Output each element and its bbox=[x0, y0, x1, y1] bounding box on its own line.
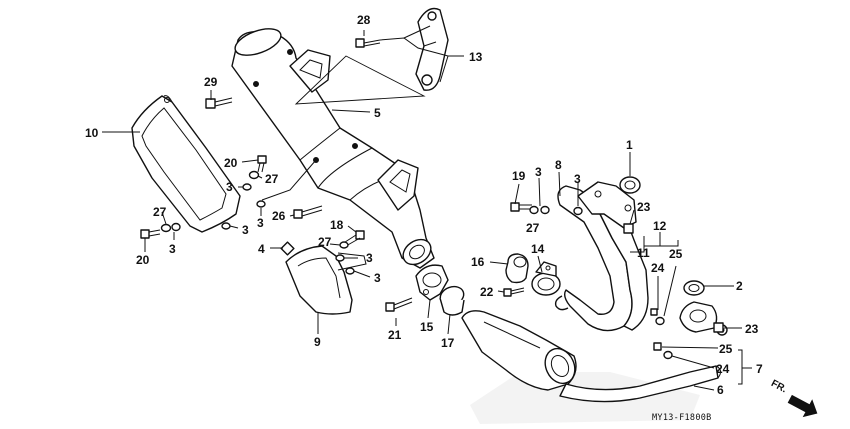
washer-27-upper bbox=[248, 170, 260, 180]
washer-3-right bbox=[540, 205, 583, 216]
callout-18: 18 bbox=[330, 218, 344, 232]
callout-24-lower: 24 bbox=[716, 362, 730, 376]
nut-23-upper bbox=[623, 223, 634, 234]
callout-3-upper-b: 3 bbox=[257, 216, 264, 230]
callout-16: 16 bbox=[471, 255, 485, 269]
bolt-22 bbox=[503, 287, 525, 297]
fasteners bbox=[140, 38, 724, 360]
callout-25-upper: 25 bbox=[669, 247, 683, 261]
callout-3-lower-b: 3 bbox=[242, 223, 249, 237]
bolt-29 bbox=[205, 97, 233, 109]
callout-15: 15 bbox=[420, 320, 434, 334]
callout-27-upper: 27 bbox=[265, 172, 279, 186]
direction-arrow-icon bbox=[787, 394, 818, 418]
callout-5: 5 bbox=[374, 106, 381, 120]
gasket-part-2 bbox=[683, 280, 705, 296]
muffler-protector-part-10 bbox=[131, 95, 241, 233]
callout-3-right-a: 3 bbox=[535, 165, 542, 179]
callout-28: 28 bbox=[357, 13, 371, 27]
callout-3-lower-a: 3 bbox=[169, 242, 176, 256]
nut-23-lower bbox=[713, 322, 724, 333]
nut-4 bbox=[280, 241, 295, 256]
callout-13: 13 bbox=[469, 50, 483, 64]
gasket-part-16 bbox=[505, 253, 529, 284]
callout-11: 11 bbox=[637, 246, 650, 260]
callout-23-upper: 23 bbox=[637, 200, 651, 214]
washer-27-right bbox=[529, 205, 539, 215]
bolt-19 bbox=[510, 202, 532, 212]
callout-3-mid-a: 3 bbox=[366, 251, 373, 265]
callout-20-upper: 20 bbox=[224, 156, 238, 170]
callout-25-lower: 25 bbox=[719, 342, 733, 356]
callout-14: 14 bbox=[531, 242, 545, 256]
nut-24-upper bbox=[650, 308, 665, 326]
callout-12: 12 bbox=[653, 219, 667, 233]
heat-guard-part-9 bbox=[285, 245, 353, 315]
leader-lines bbox=[102, 25, 752, 391]
callout-19: 19 bbox=[512, 169, 526, 183]
callout-27-lower: 27 bbox=[153, 205, 167, 219]
clamp-part-14 bbox=[531, 261, 561, 296]
nut-25-lower bbox=[653, 342, 662, 351]
exhaust-chamber-part-6 bbox=[461, 310, 722, 403]
callout-8: 8 bbox=[555, 158, 562, 172]
callout-2: 2 bbox=[736, 279, 743, 293]
callout-20-lower: 20 bbox=[136, 253, 150, 267]
muffler-stay-part-13 bbox=[415, 7, 449, 91]
bolt-28 bbox=[355, 38, 381, 48]
callout-21: 21 bbox=[388, 328, 402, 342]
callout-17: 17 bbox=[441, 336, 455, 350]
callout-10: 10 bbox=[85, 126, 99, 140]
callout-6: 6 bbox=[717, 383, 724, 397]
callout-7: 7 bbox=[756, 362, 763, 376]
callout-3-upper: 3 bbox=[226, 180, 233, 194]
callout-4: 4 bbox=[258, 242, 265, 256]
callout-labels: 28 13 29 5 10 20 27 3 3 27 3 3 20 26 4 1… bbox=[85, 13, 763, 397]
callout-3-right-b: 3 bbox=[574, 172, 581, 186]
bolt-21 bbox=[385, 297, 413, 312]
bolt-20-lower bbox=[140, 229, 161, 239]
muffler-part-5 bbox=[231, 28, 435, 269]
callout-24-upper: 24 bbox=[651, 261, 665, 275]
callout-29: 29 bbox=[204, 75, 218, 89]
exhaust-pipe-part-8 bbox=[554, 181, 649, 332]
direction-label: FR. bbox=[769, 378, 789, 395]
diagram-code: MY13-F1800B bbox=[652, 413, 712, 423]
front-direction-indicator: FR. bbox=[769, 378, 818, 418]
bolt-20-upper bbox=[257, 155, 267, 173]
callout-1: 1 bbox=[626, 138, 633, 152]
gasket-part-17 bbox=[439, 285, 465, 316]
washer-27-lower bbox=[160, 223, 172, 233]
clamp-part-15 bbox=[415, 264, 449, 301]
callout-26: 26 bbox=[272, 209, 286, 223]
washer-3-lower bbox=[171, 222, 231, 232]
callout-23-lower: 23 bbox=[745, 322, 759, 336]
callout-9: 9 bbox=[314, 335, 321, 349]
washer-27-mid bbox=[339, 241, 349, 249]
bolt-26 bbox=[293, 205, 323, 219]
gasket-part-1 bbox=[619, 176, 641, 194]
callout-27-mid: 27 bbox=[318, 235, 332, 249]
callout-22: 22 bbox=[480, 285, 494, 299]
callout-3-mid-b: 3 bbox=[374, 271, 381, 285]
callout-27-right: 27 bbox=[526, 221, 540, 235]
washer-24-lower bbox=[663, 350, 673, 360]
washer-3-upper bbox=[242, 183, 266, 208]
